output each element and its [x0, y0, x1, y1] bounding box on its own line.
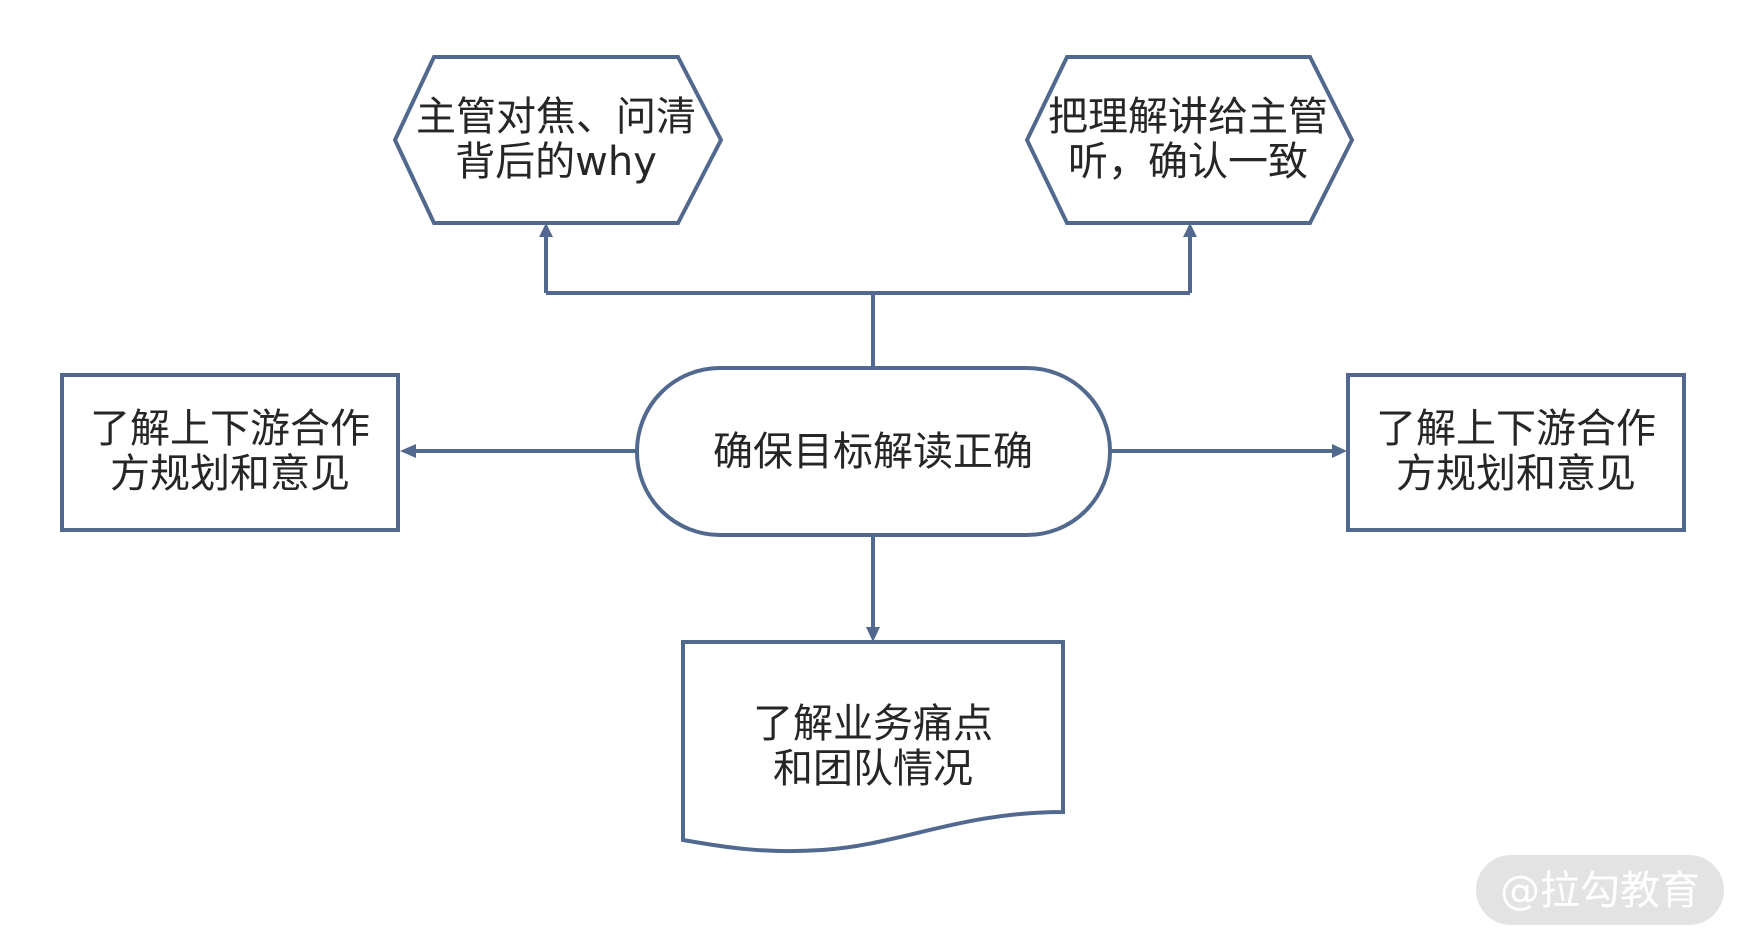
node-label-line1: 了解业务痛点 — [753, 701, 993, 747]
node-label-line1: 了解上下游合作 — [90, 406, 370, 452]
connectors — [400, 223, 1347, 642]
node-label-line1: 把理解讲给主管 — [1048, 94, 1328, 140]
rectangle-shape — [1346, 373, 1686, 532]
arrowhead-top-right — [1183, 223, 1197, 237]
node-label-line2: 方规划和意见 — [110, 451, 350, 497]
watermark-text: @拉勾教育 — [1500, 868, 1700, 914]
arrowhead-left — [400, 444, 416, 458]
watermark-background — [1476, 855, 1724, 925]
node-label-line2: 方规划和意见 — [1396, 451, 1636, 497]
terminator-shape — [635, 366, 1112, 537]
node-right: 了解上下游合作 方规划和意见 — [1346, 373, 1686, 532]
hexagon-shape — [1024, 55, 1355, 225]
node-label-line1: 了解上下游合作 — [1376, 406, 1656, 452]
watermark: @拉勾教育 — [1476, 855, 1724, 925]
arrowhead-right — [1332, 444, 1347, 458]
node-label-line2: 背后的why — [455, 139, 657, 185]
rectangle-shape — [60, 373, 400, 532]
document-shape — [681, 640, 1065, 854]
arrowhead-bottom — [866, 627, 880, 642]
connector-center-to-top — [544, 235, 1192, 368]
node-center: 确保目标解读正确 — [635, 366, 1112, 537]
node-label: 确保目标解读正确 — [713, 429, 1033, 475]
node-label-line2: 和团队情况 — [773, 746, 973, 792]
node-top-left: 主管对焦、问清 背后的why — [392, 55, 724, 225]
node-top-right: 把理解讲给主管 听，确认一致 — [1024, 55, 1355, 225]
node-left: 了解上下游合作 方规划和意见 — [60, 373, 400, 532]
node-bottom: 了解业务痛点 和团队情况 — [681, 640, 1065, 854]
hexagon-shape — [392, 55, 724, 225]
arrowhead-top-left — [539, 223, 553, 237]
node-label-line1: 主管对焦、问清 — [416, 94, 696, 140]
node-label-line2: 听，确认一致 — [1068, 139, 1308, 185]
